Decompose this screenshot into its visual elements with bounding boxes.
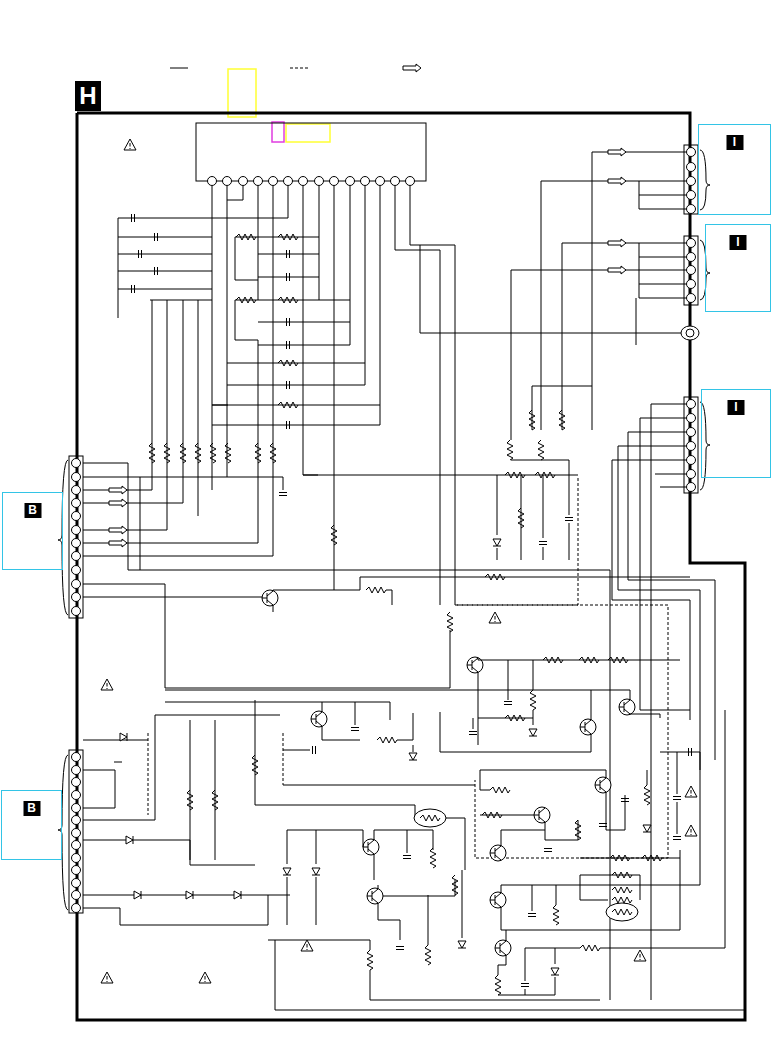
- reference-letter: H: [79, 84, 96, 108]
- connector-reference-box: I: [698, 124, 771, 215]
- reference-letter: B: [24, 503, 41, 518]
- connector-reference-box: I: [705, 224, 771, 312]
- connector-reference-box: B: [1, 790, 62, 860]
- reference-letter: I: [728, 400, 745, 415]
- reference-letter: B: [23, 801, 40, 816]
- connector-reference-box: B: [2, 492, 63, 570]
- reference-letter: I: [730, 235, 747, 250]
- connector-reference-box: I: [701, 389, 771, 478]
- reference-letter: I: [726, 135, 743, 150]
- board-label: H: [75, 81, 101, 111]
